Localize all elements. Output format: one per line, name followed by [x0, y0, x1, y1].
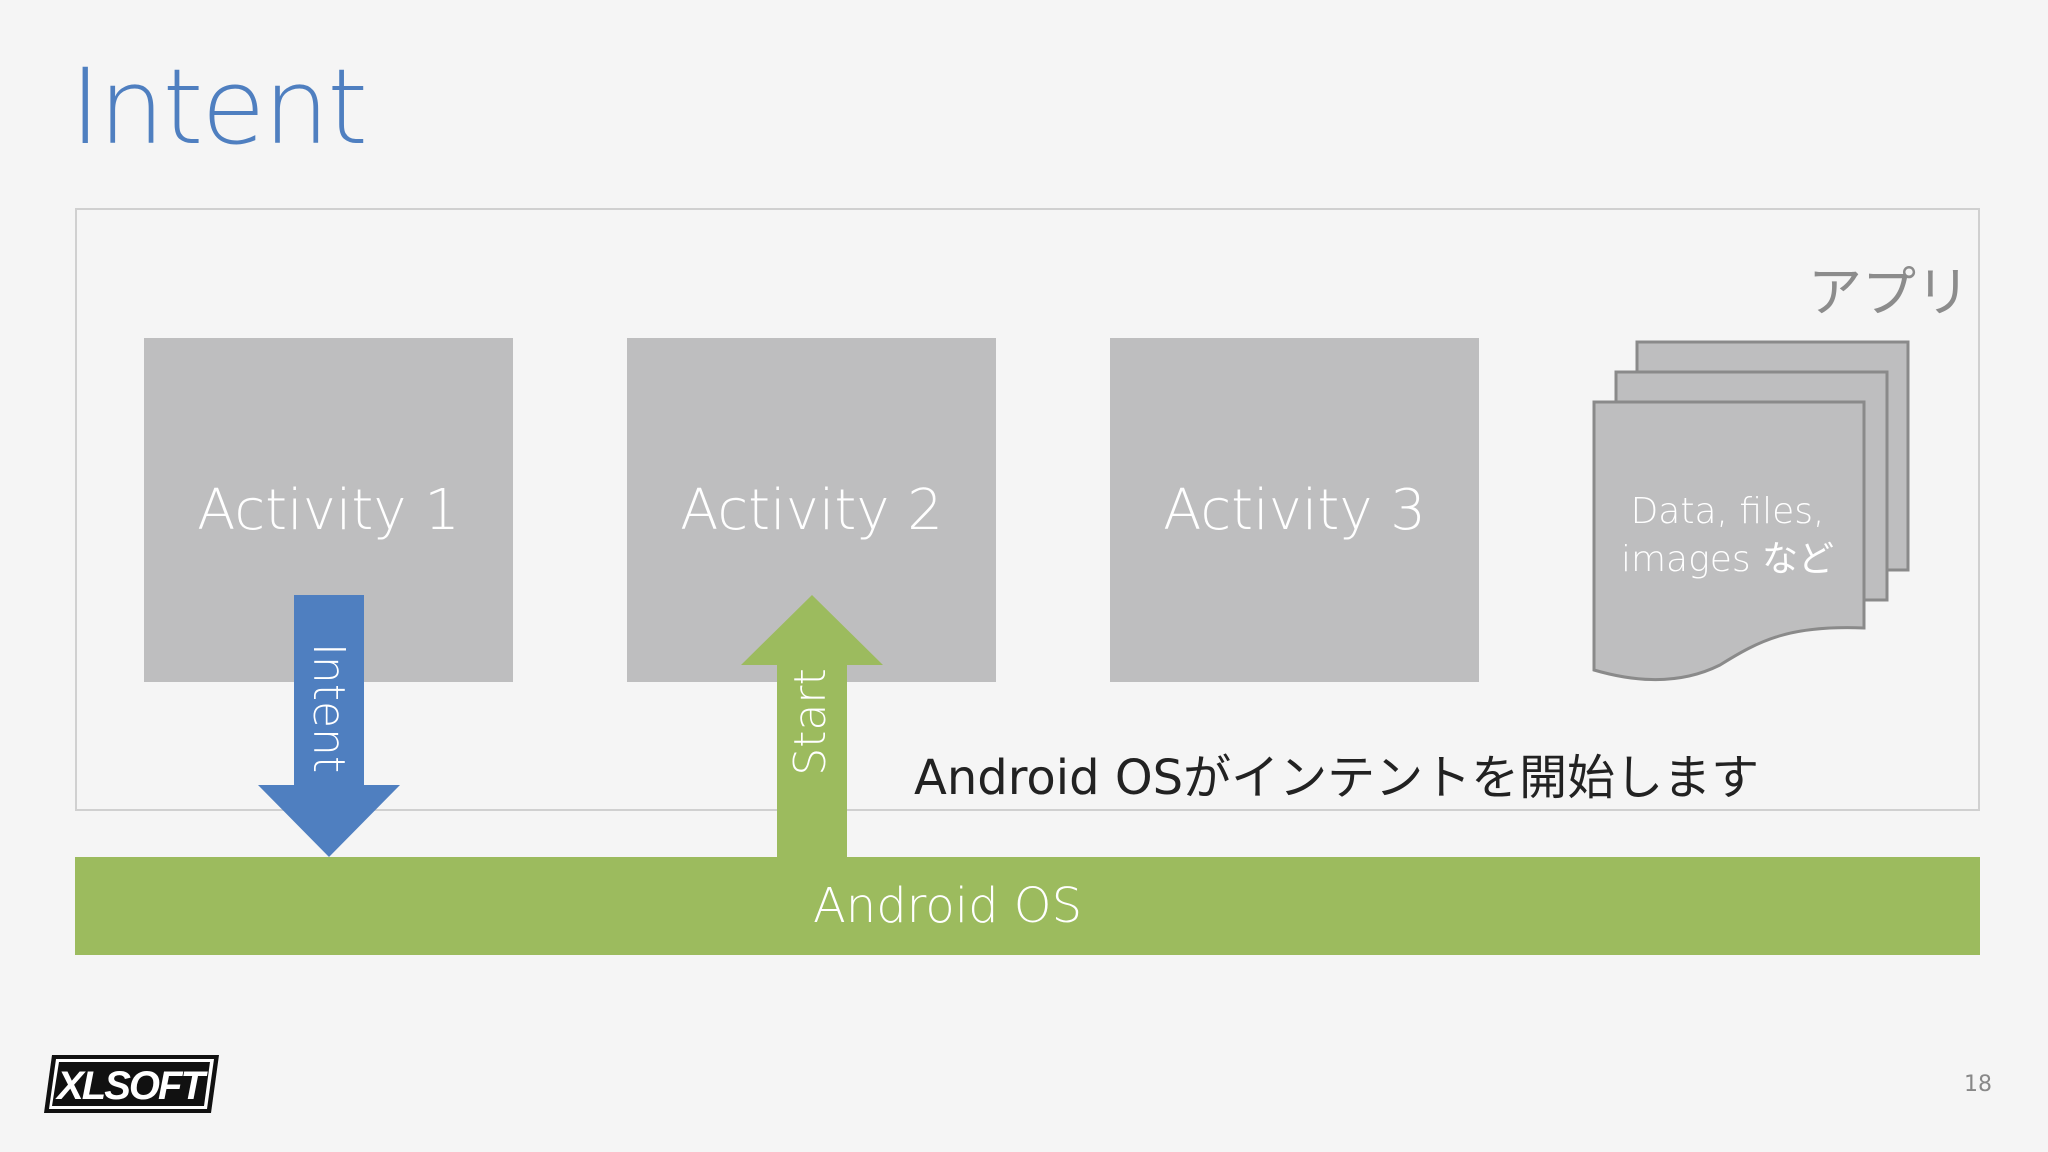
activity-1-label: Activity 1	[197, 477, 460, 543]
app-container	[75, 208, 1980, 811]
activity-3-label: Activity 3	[1163, 477, 1426, 543]
documents-line-1: Data, files,	[1630, 491, 1825, 532]
slide-title: Intent	[70, 46, 368, 168]
documents-line-2: images など	[1620, 539, 1835, 580]
caption-text: Android OSがインテントを開始します	[914, 750, 1760, 806]
activity-3-box: Activity 3	[1110, 338, 1479, 682]
start-arrow-up	[741, 595, 883, 857]
app-label: アプリ	[1808, 261, 1970, 324]
intent-arrow-label: Intent	[303, 642, 354, 774]
activity-2-box: Activity 2	[627, 338, 996, 682]
svg-text:XLSOFT: XLSOFT	[55, 1064, 208, 1108]
intent-arrow-down	[258, 595, 400, 857]
android-os-label: Android OS	[812, 878, 1083, 934]
documents-stack-icon	[1592, 340, 1910, 681]
activity-2-label: Activity 2	[680, 477, 943, 543]
xlsoft-logo: XLSOFT	[44, 1055, 219, 1113]
start-arrow-label: Start	[785, 668, 836, 776]
android-os-bar: Android OS	[75, 857, 1980, 955]
documents-label: Data, files, images など	[1595, 488, 1860, 584]
page-number: 18	[1964, 1072, 1992, 1097]
